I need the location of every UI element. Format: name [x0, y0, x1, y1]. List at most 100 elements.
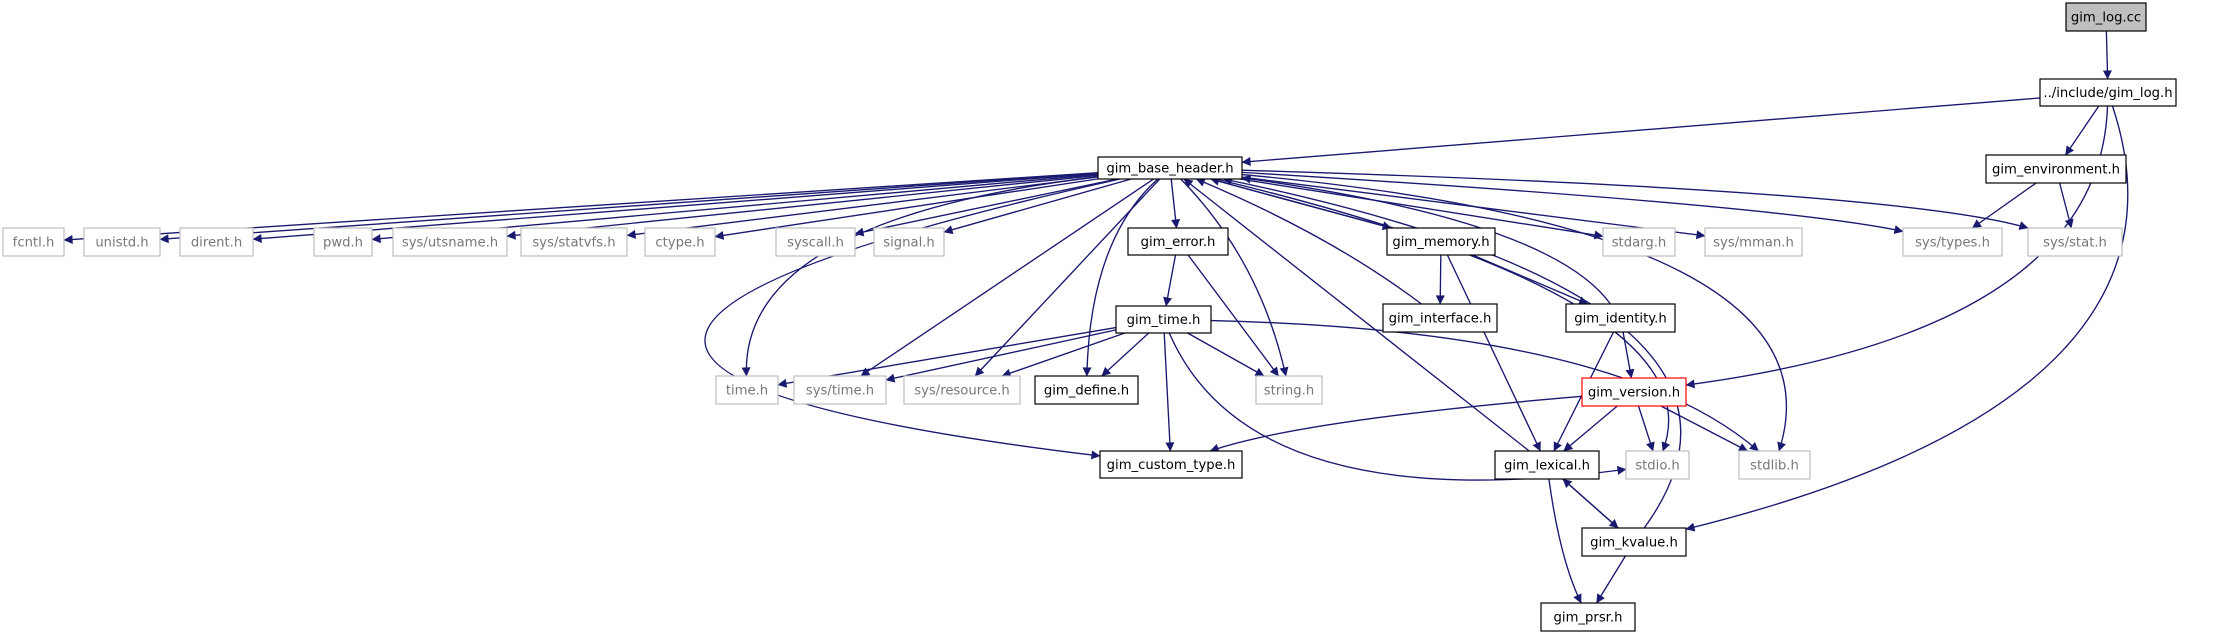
node-box — [1704, 227, 1803, 257]
node-ctype-h[interactable]: ctype.h — [644, 227, 716, 257]
edge-gim-memory-h-to-gim-interface-h — [1435, 254, 1445, 305]
node-box — [1540, 602, 1636, 632]
node-label: gim_version.h — [1588, 386, 1680, 401]
edge-gim-base-header-h-to-syscall-h — [854, 178, 1118, 237]
node-label: sys/mman.h — [1713, 236, 1794, 251]
edge-include-gim-log-h-to-gim-kvalue-h — [1685, 105, 2129, 532]
node-stdarg-h[interactable]: stdarg.h — [1602, 227, 1676, 257]
node-gim-base-header-h[interactable]: gim_base_header.h — [1097, 156, 1243, 180]
node-label: gim_custom_type.h — [1107, 458, 1236, 473]
node-gim-custom-type-h[interactable]: gim_custom_type.h — [1099, 450, 1243, 479]
edge-gim-version-h-to-stdio-h — [1637, 405, 1655, 452]
node-box — [715, 375, 779, 405]
node-label: gim_lexical.h — [1504, 459, 1590, 474]
node-box — [1902, 227, 2003, 257]
edge-gim-base-header-h-to-stdarg-h — [1239, 178, 1604, 240]
node-box — [1985, 154, 2127, 184]
node-gim-memory-h[interactable]: gim_memory.h — [1386, 227, 1496, 256]
node-box — [1581, 527, 1687, 557]
node-pwd-h[interactable]: pwd.h — [313, 227, 373, 257]
node-signal-h[interactable]: signal.h — [873, 227, 945, 257]
edge-gim-version-h-to-gim-custom-type-h — [1209, 395, 1583, 453]
node-box — [903, 375, 1021, 405]
edge-gim-time-h-to-sys-time-h — [885, 329, 1117, 383]
node-stdio-h[interactable]: stdio.h — [1625, 450, 1690, 480]
node-sys-stat-h[interactable]: sys/stat.h — [2027, 227, 2123, 257]
node-gim-kvalue-h[interactable]: gim_kvalue.h — [1581, 527, 1687, 557]
node-dirent-h[interactable]: dirent.h — [179, 227, 254, 257]
edge-gim-base-header-h-to-ctype-h — [714, 178, 1099, 240]
node-label: gim_prsr.h — [1554, 611, 1623, 626]
node-label: pwd.h — [323, 236, 363, 251]
node-label: gim_base_header.h — [1106, 162, 1233, 177]
node-label: sys/stat.h — [2043, 236, 2107, 251]
edge-gim-interface-h-to-gim-base-header-h — [1195, 178, 1422, 305]
edge-gim-memory-h-to-gim-identity-h — [1472, 254, 1589, 305]
node-box — [2065, 2, 2147, 32]
edge-gim-base-header-h-to-sys-time-h — [860, 178, 1155, 377]
node-gim-interface-h[interactable]: gim_interface.h — [1382, 303, 1498, 333]
node-box — [1034, 375, 1139, 405]
node-sys-resource-h[interactable]: sys/resource.h — [903, 375, 1021, 405]
edge-gim-time-h-to-gim-define-h — [1101, 332, 1150, 377]
edge-gim-error-h-to-string-h — [1187, 254, 1280, 377]
node-label: signal.h — [883, 236, 935, 251]
node-box — [775, 227, 856, 257]
nodes-layer: gim_log.cc ../include/gim_log.h gim_base_h… — [2, 2, 2177, 632]
node-label: dirent.h — [191, 236, 242, 251]
edge-gim-memory-h-to-gim-lexical-h — [1446, 254, 1541, 452]
node-box — [1099, 450, 1243, 479]
edge-gim-base-header-h-to-gim-custom-type-h — [704, 178, 1121, 460]
node-box — [2027, 227, 2123, 257]
node-syscall-h[interactable]: syscall.h — [775, 227, 856, 257]
node-sys-time-h[interactable]: sys/time.h — [793, 375, 887, 405]
node-gim-error-h[interactable]: gim_error.h — [1127, 227, 1229, 256]
edge-gim-version-h-to-gim-lexical-h — [1563, 405, 1618, 452]
node-box — [392, 227, 508, 257]
node-label: gim_log.cc — [2071, 11, 2141, 26]
node-sys-utsname-h[interactable]: sys/utsname.h — [392, 227, 508, 257]
node-box — [1494, 450, 1600, 480]
node-include-gim-log-h[interactable]: ../include/gim_log.h — [2039, 78, 2177, 107]
node-label: sys/resource.h — [914, 384, 1010, 399]
node-gim-define-h[interactable]: gim_define.h — [1034, 375, 1139, 405]
node-box — [644, 227, 716, 257]
node-box — [1127, 227, 1229, 256]
node-label: stdarg.h — [1612, 236, 1667, 251]
node-label: sys/utsname.h — [402, 236, 498, 251]
node-box — [520, 227, 628, 257]
node-gim-lexical-h[interactable]: gim_lexical.h — [1494, 450, 1600, 480]
edge-gim-base-header-h-to-sys-statvfs-h — [626, 176, 1099, 239]
node-label: gim_kvalue.h — [1590, 536, 1678, 551]
node-label: gim_memory.h — [1392, 235, 1489, 250]
node-box — [179, 227, 254, 257]
node-gim-version-h[interactable]: gim_version.h — [1581, 377, 1687, 407]
node-box — [1581, 377, 1687, 407]
node-sys-mman-h[interactable]: sys/mman.h — [1704, 227, 1803, 257]
node-stdlib-h[interactable]: stdlib.h — [1738, 450, 1811, 480]
node-gim-prsr-h[interactable]: gim_prsr.h — [1540, 602, 1636, 632]
node-unistd-h[interactable]: unistd.h — [83, 227, 161, 257]
node-label: string.h — [1264, 384, 1314, 399]
node-time-h[interactable]: time.h — [715, 375, 779, 405]
node-string-h[interactable]: string.h — [1255, 375, 1323, 405]
node-box — [83, 227, 161, 257]
node-fcntl-h[interactable]: fcntl.h — [2, 227, 65, 257]
edge-gim-version-h-to-stdlib-h — [1660, 405, 1748, 452]
node-gim-time-h[interactable]: gim_time.h — [1115, 305, 1212, 334]
edge-gim-lexical-h-to-gim-base-header-h — [1183, 178, 1530, 452]
node-sys-statvfs-h[interactable]: sys/statvfs.h — [520, 227, 628, 257]
edge-gim-error-h-to-gim-time-h — [1163, 254, 1177, 307]
edge-include-gim-log-h-to-gim-base-header-h — [1241, 97, 2041, 167]
node-gim-environment-h[interactable]: gim_environment.h — [1985, 154, 2127, 184]
node-gim-identity-h[interactable]: gim_identity.h — [1565, 303, 1676, 333]
edge-gim-environment-h-to-sys-types-h — [1971, 182, 2037, 229]
node-gim-log-cc[interactable]: gim_log.cc — [2065, 2, 2147, 32]
node-box — [2, 227, 65, 257]
node-sys-types-h[interactable]: sys/types.h — [1902, 227, 2003, 257]
edge-gim-time-h-to-stdlib-h — [1210, 319, 1759, 452]
node-label: sys/types.h — [1915, 236, 1990, 251]
node-label: fcntl.h — [13, 236, 55, 251]
node-label: gim_time.h — [1127, 313, 1201, 328]
node-label: time.h — [726, 384, 768, 399]
